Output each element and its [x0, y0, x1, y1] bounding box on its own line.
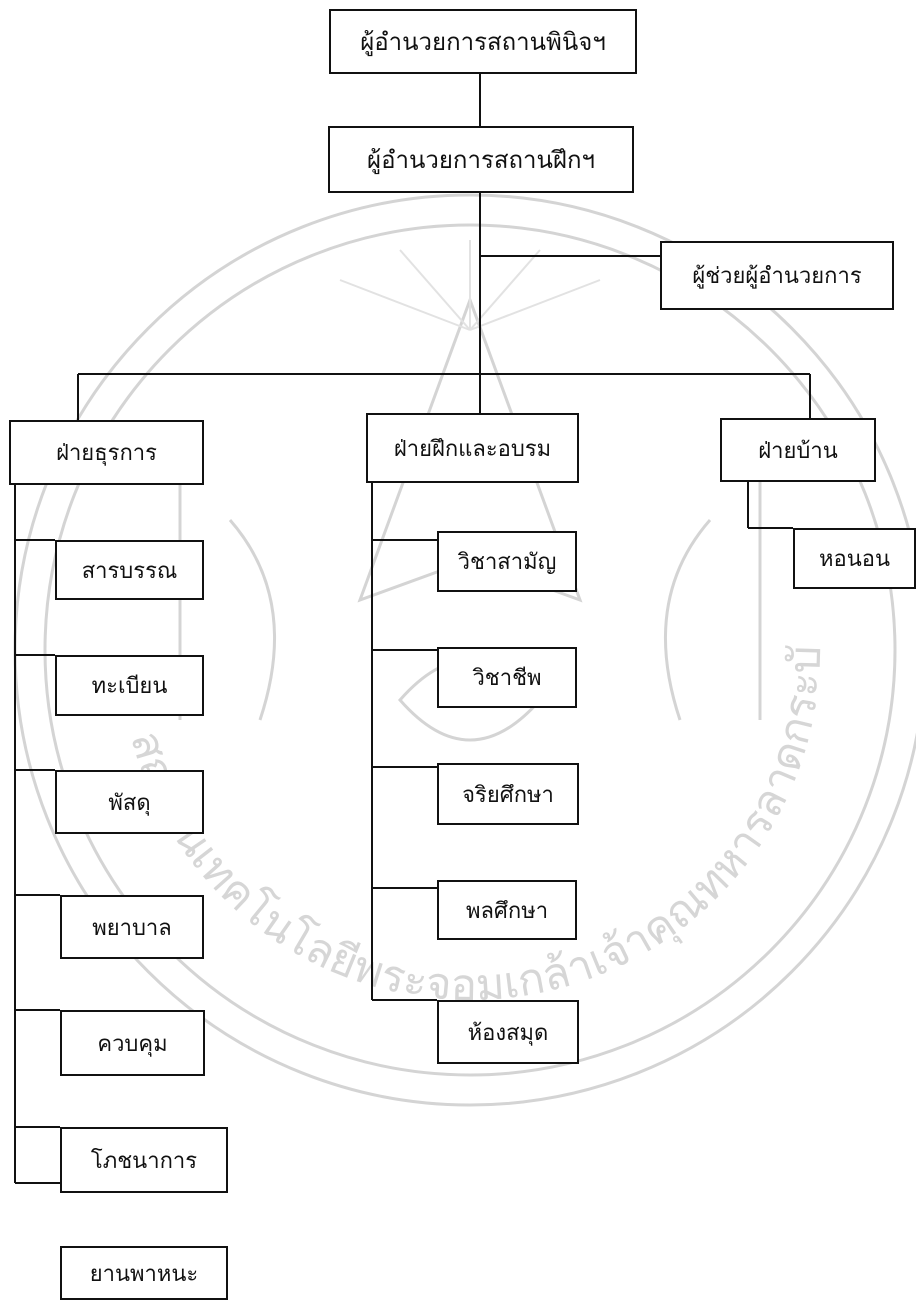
department-training-label: ฝ่ายฝึกและอบรม — [393, 436, 552, 462]
node-unit-admin-4: ควบคุม — [60, 1010, 205, 1076]
node-training-director-label: ผู้อำนวยการสถานฝึกฯ — [367, 146, 595, 174]
unit-label: ควบคุม — [97, 1031, 168, 1057]
unit-label: ยานพาหนะ — [89, 1261, 199, 1287]
node-unit-admin-0: สารบรรณ — [55, 540, 204, 600]
node-unit-training-3: พลศึกษา — [437, 880, 577, 940]
unit-label: ห้องสมุด — [467, 1020, 549, 1046]
node-assistant: ผู้ช่วยผู้อำนวยการ — [660, 241, 894, 310]
node-unit-admin-2: พัสดุ — [55, 770, 204, 834]
node-director: ผู้อำนวยการสถานพินิจฯ — [329, 9, 637, 74]
node-unit-training-2: จริยศึกษา — [437, 763, 579, 825]
node-assistant-label: ผู้ช่วยผู้อำนวยการ — [692, 264, 862, 289]
node-department-training: ฝ่ายฝึกและอบรม — [366, 413, 579, 483]
node-unit-house-0: หอนอน — [793, 528, 916, 589]
unit-label: สารบรรณ — [81, 558, 178, 584]
node-unit-training-0: วิชาสามัญ — [437, 531, 577, 592]
node-unit-admin-5: โภชนาการ — [60, 1127, 228, 1193]
node-unit-admin-6: ยานพาหนะ — [60, 1246, 228, 1300]
node-department-house: ฝ่ายบ้าน — [720, 418, 876, 482]
unit-label: พยาบาล — [92, 915, 172, 941]
node-unit-training-1: วิชาชีพ — [437, 647, 577, 708]
department-house-label: ฝ่ายบ้าน — [758, 438, 838, 464]
unit-label: ทะเบียน — [91, 674, 168, 699]
node-training-director: ผู้อำนวยการสถานฝึกฯ — [328, 126, 634, 193]
department-admin-label: ฝ่ายธุรการ — [56, 441, 157, 466]
unit-label: วิชาสามัญ — [457, 550, 557, 575]
node-unit-training-4: ห้องสมุด — [437, 1000, 579, 1064]
unit-label: หอนอน — [818, 547, 890, 572]
unit-label: พลศึกษา — [465, 898, 549, 924]
unit-label: โภชนาการ — [90, 1148, 198, 1174]
unit-label: วิชาชีพ — [472, 666, 542, 691]
unit-label: จริยศึกษา — [462, 782, 554, 808]
node-unit-admin-1: ทะเบียน — [55, 655, 204, 716]
node-department-admin: ฝ่ายธุรการ — [9, 420, 204, 485]
node-director-label: ผู้อำนวยการสถานพินิจฯ — [360, 28, 606, 56]
node-unit-admin-3: พยาบาล — [60, 895, 204, 959]
unit-label: พัสดุ — [108, 790, 151, 816]
